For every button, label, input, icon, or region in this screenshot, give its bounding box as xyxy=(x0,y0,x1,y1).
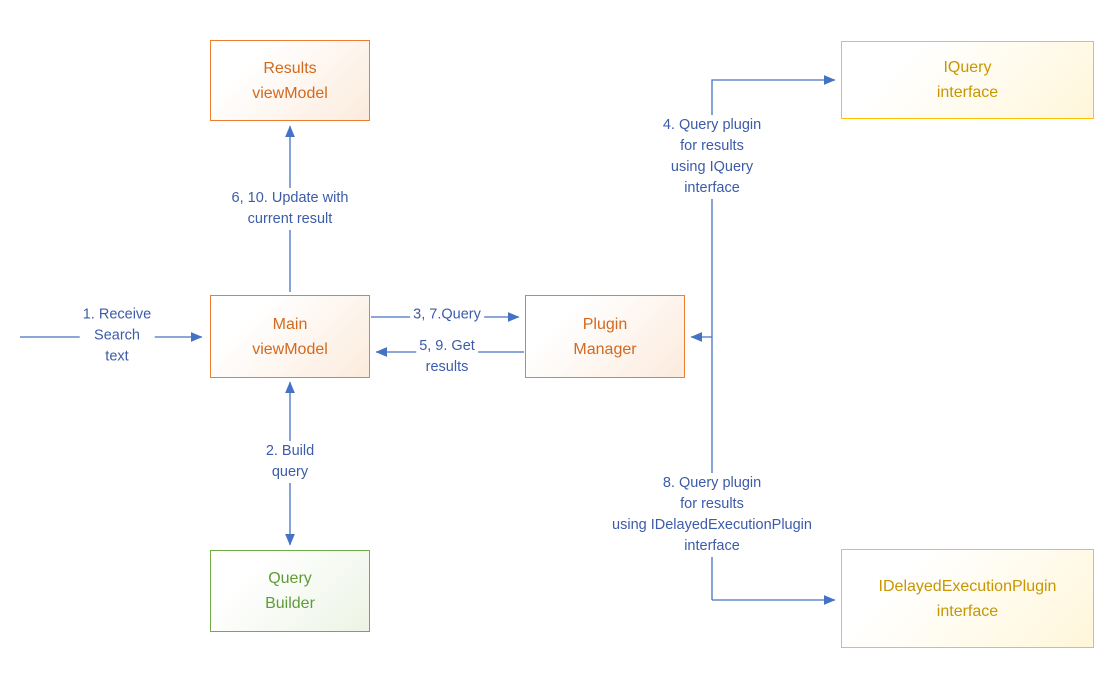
edge-label-update-with-current-result: 6, 10. Update with current result xyxy=(228,188,352,230)
node-plugin-manager: Plugin Manager xyxy=(525,295,685,378)
edge-query-plugin-iquery xyxy=(711,75,836,600)
node-plugin-manager-label: Plugin Manager xyxy=(573,315,637,358)
edge-label-build-query: 2. Build query xyxy=(262,441,318,483)
edge-label-query-3-7: 3, 7.Query xyxy=(410,304,484,326)
node-iquery-interface: IQuery interface xyxy=(841,41,1094,119)
node-results-viewmodel-label: Results viewModel xyxy=(252,59,328,102)
node-idelayedexecutionplugin-interface: IDelayedExecutionPlugin interface xyxy=(841,549,1094,648)
edge-label-query-plugin-idelayed: 8. Query plugin for results using IDelay… xyxy=(609,473,815,557)
edge-label-receive-search-text: 1. Receive Search text xyxy=(79,304,155,368)
node-main-viewmodel-label: Main viewModel xyxy=(252,315,328,358)
node-iquery-interface-label: IQuery interface xyxy=(936,59,999,101)
node-idelayedexecutionplugin-interface-label: IDelayedExecutionPlugin interface xyxy=(878,577,1057,620)
node-query-builder: Query Builder xyxy=(210,550,370,632)
edge-label-query-plugin-iquery: 4. Query plugin for results using IQuery… xyxy=(659,115,765,199)
node-query-builder-label: Query Builder xyxy=(265,570,315,612)
node-results-viewmodel: Results viewModel xyxy=(210,40,370,121)
edge-label-get-results-5-9: 5, 9. Get results xyxy=(416,336,478,378)
node-main-viewmodel: Main viewModel xyxy=(210,295,370,378)
